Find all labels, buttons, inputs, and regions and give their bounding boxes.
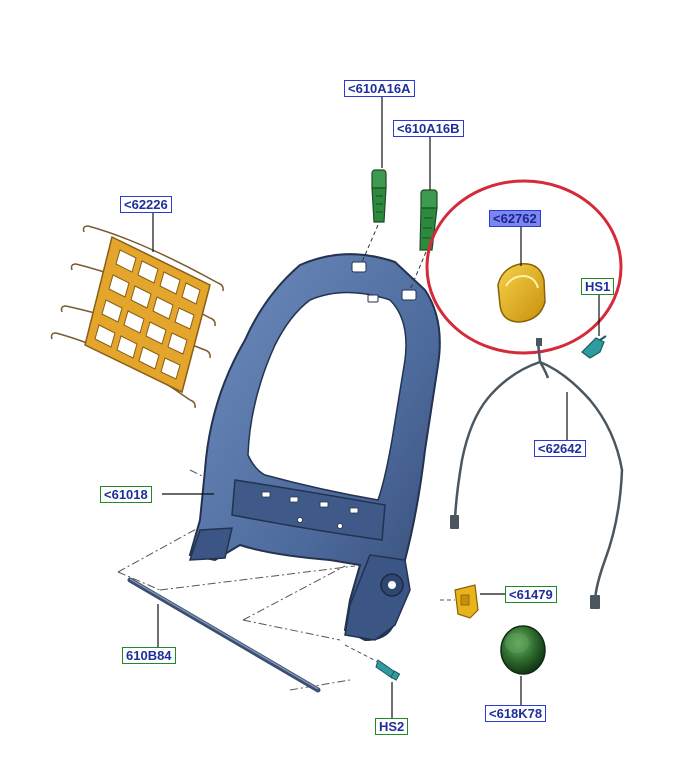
seat-back-frame[interactable] bbox=[188, 253, 441, 642]
cap-618k78[interactable] bbox=[500, 625, 546, 675]
label-610b84[interactable]: 610B84 bbox=[122, 647, 176, 664]
recliner-plate bbox=[344, 554, 411, 641]
hs2-screw[interactable] bbox=[375, 659, 401, 681]
frame-opening bbox=[247, 291, 407, 501]
recliner-pivot-hole bbox=[388, 581, 396, 589]
headrest-guide-b[interactable] bbox=[419, 189, 438, 251]
cable-harness[interactable] bbox=[453, 341, 624, 601]
label-62762[interactable]: <62762 bbox=[489, 210, 541, 227]
lumbar-support-mat[interactable] bbox=[50, 225, 224, 409]
label-61479[interactable]: <61479 bbox=[505, 586, 557, 603]
clip-61479[interactable] bbox=[454, 584, 479, 619]
highlight-circle bbox=[425, 179, 623, 355]
headrest-holes bbox=[351, 261, 417, 303]
adjuster-button[interactable] bbox=[497, 263, 546, 323]
frame-holes bbox=[261, 491, 359, 529]
hs1-screw[interactable] bbox=[581, 335, 607, 359]
label-hs2[interactable]: HS2 bbox=[375, 718, 409, 735]
label-610a16b[interactable]: <610A16B bbox=[393, 120, 464, 137]
cable-connectors bbox=[450, 338, 600, 609]
label-62642[interactable]: <62642 bbox=[534, 440, 586, 457]
hs2-dash bbox=[344, 644, 379, 663]
label-618k78[interactable]: <618K78 bbox=[485, 705, 547, 722]
frame-left-foot bbox=[188, 527, 233, 561]
label-hs1[interactable]: HS1 bbox=[581, 278, 615, 295]
mat-grid bbox=[94, 249, 201, 380]
headrest-guide-a[interactable] bbox=[371, 169, 387, 223]
label-61018[interactable]: <61018 bbox=[100, 486, 152, 503]
rod-610b84[interactable] bbox=[127, 577, 321, 693]
label-610a16a[interactable]: <610A16A bbox=[344, 80, 415, 97]
leader-lines bbox=[152, 96, 600, 718]
label-62226[interactable]: <62226 bbox=[120, 196, 172, 213]
